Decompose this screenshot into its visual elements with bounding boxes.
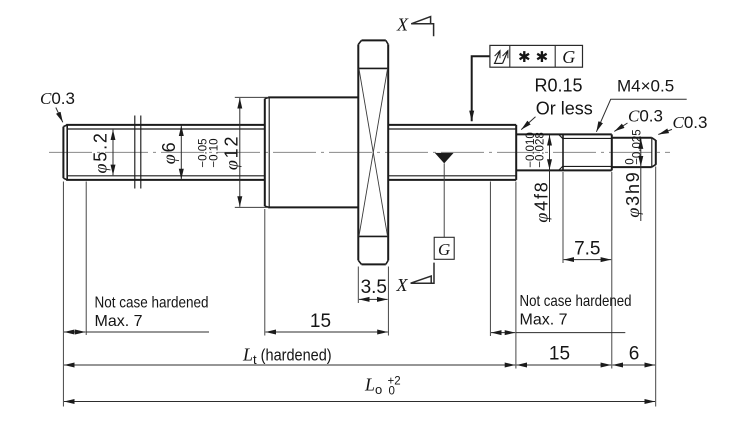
dim-15-block: 15	[265, 311, 388, 335]
label-hardening-note-left-line1: Not case hardened	[95, 295, 209, 312]
section-mark-top: X	[396, 14, 435, 37]
label-lengths-block-length: 15	[310, 311, 331, 332]
note-thread: M4×0.5	[595, 77, 687, 133]
label-diameters-d6-tol-u: −0.05	[198, 138, 210, 167]
surface-finish-frame: ✱✱ G	[469, 44, 584, 122]
label-diameters-d52-sym: φ5.2	[91, 131, 111, 173]
dim-max7-left: Not case hardened Max. 7	[64, 295, 209, 335]
dim-phi-4f8: φ4f8 −0.010 −0.028	[525, 132, 553, 223]
g-symbol-label: G	[438, 240, 450, 259]
label-diameters-d12-sym: φ12	[222, 135, 242, 170]
label-lengths-lo-tol-u: +2	[388, 375, 401, 387]
section-label-bottom: X	[396, 275, 409, 295]
shaft-outline	[62, 39, 657, 266]
label-radius-note-line1: R0.15	[535, 76, 583, 96]
label-lengths-disc-width: 3.5	[361, 277, 387, 298]
label-diameters-d3-tol-l: −0.025	[631, 129, 643, 165]
label-diameters-d6-sym: φ6	[159, 141, 179, 165]
label-hardening-note-right-line2: Max. 7	[520, 312, 568, 329]
label-lengths-lo-tol-l: 0	[389, 386, 395, 398]
label-radius-note-line2: Or less	[536, 99, 593, 119]
label-lengths-tip-length: 6	[629, 343, 640, 364]
grinding-symbol-icon	[493, 49, 509, 64]
section-label-top: X	[396, 14, 409, 34]
label-lengths-thread-length: 7.5	[574, 238, 600, 259]
dim-phi-5-2: φ5.2	[91, 129, 116, 176]
label-chamfers-thread-prefix: C0.3	[628, 107, 663, 126]
break-lines	[134, 115, 142, 189]
dim-phi-3h9: φ3h9 0 −0.025	[623, 129, 644, 221]
label-diameters-d6-tol-l: −0.10	[209, 138, 221, 167]
dim-lo: Lo +2 0	[64, 375, 656, 405]
dim-7-5: 7.5	[563, 238, 612, 263]
note-radius: R0.15 Or less	[520, 76, 593, 130]
label-lengths-lo-sym: Lo	[364, 375, 382, 398]
label-hardening-note-left-line2: Max. 7	[95, 313, 143, 330]
flange-disc	[357, 39, 390, 266]
dim-15-right: 15	[516, 343, 612, 368]
dim-phi-6: φ6 −0.05 −0.10	[159, 125, 221, 180]
label-lengths-lt-sym: Lt (hardened)	[242, 344, 332, 367]
label-diameters-d4-tol-u: −0.010	[525, 132, 537, 168]
dim-phi-12: φ12	[222, 98, 243, 207]
label-chamfers-tip-prefix: C0.3	[673, 113, 708, 132]
triangle-mark-icon	[434, 152, 454, 164]
surface-spec-stars: ✱✱	[518, 48, 553, 66]
extension-lines	[62, 96, 657, 407]
label-diameters-d4-sym: φ4f8	[532, 180, 552, 222]
label-hardening-note-right-line1: Not case hardened	[520, 293, 632, 310]
section-mark-bottom: X	[396, 262, 435, 295]
label-diameters-d3-tol-u: 0	[625, 158, 637, 164]
note-chamfer-left: C0.3	[40, 89, 75, 123]
ground-surface-marker: G	[433, 152, 455, 260]
dim-6: 6	[612, 343, 656, 368]
g-symbol-box	[433, 236, 455, 260]
label-lengths-right-journal: 15	[549, 343, 570, 364]
label-diameters-d3-sym: φ3h9	[623, 170, 643, 217]
label-thread-label: M4×0.5	[617, 77, 674, 96]
label-diameters-d4-tol-l: −0.028	[535, 132, 547, 168]
surface-spec-grade: G	[562, 47, 575, 67]
note-chamfer-thread: C0.3	[614, 107, 663, 132]
dim-3-5: 3.5	[358, 277, 388, 302]
dim-max7-right: Not case hardened Max. 7	[491, 293, 632, 336]
label-chamfers-left-prefix: C0.3	[40, 89, 75, 108]
note-chamfer-tip: C0.3	[658, 113, 708, 135]
dim-lt: Lt (hardened)	[64, 344, 516, 368]
